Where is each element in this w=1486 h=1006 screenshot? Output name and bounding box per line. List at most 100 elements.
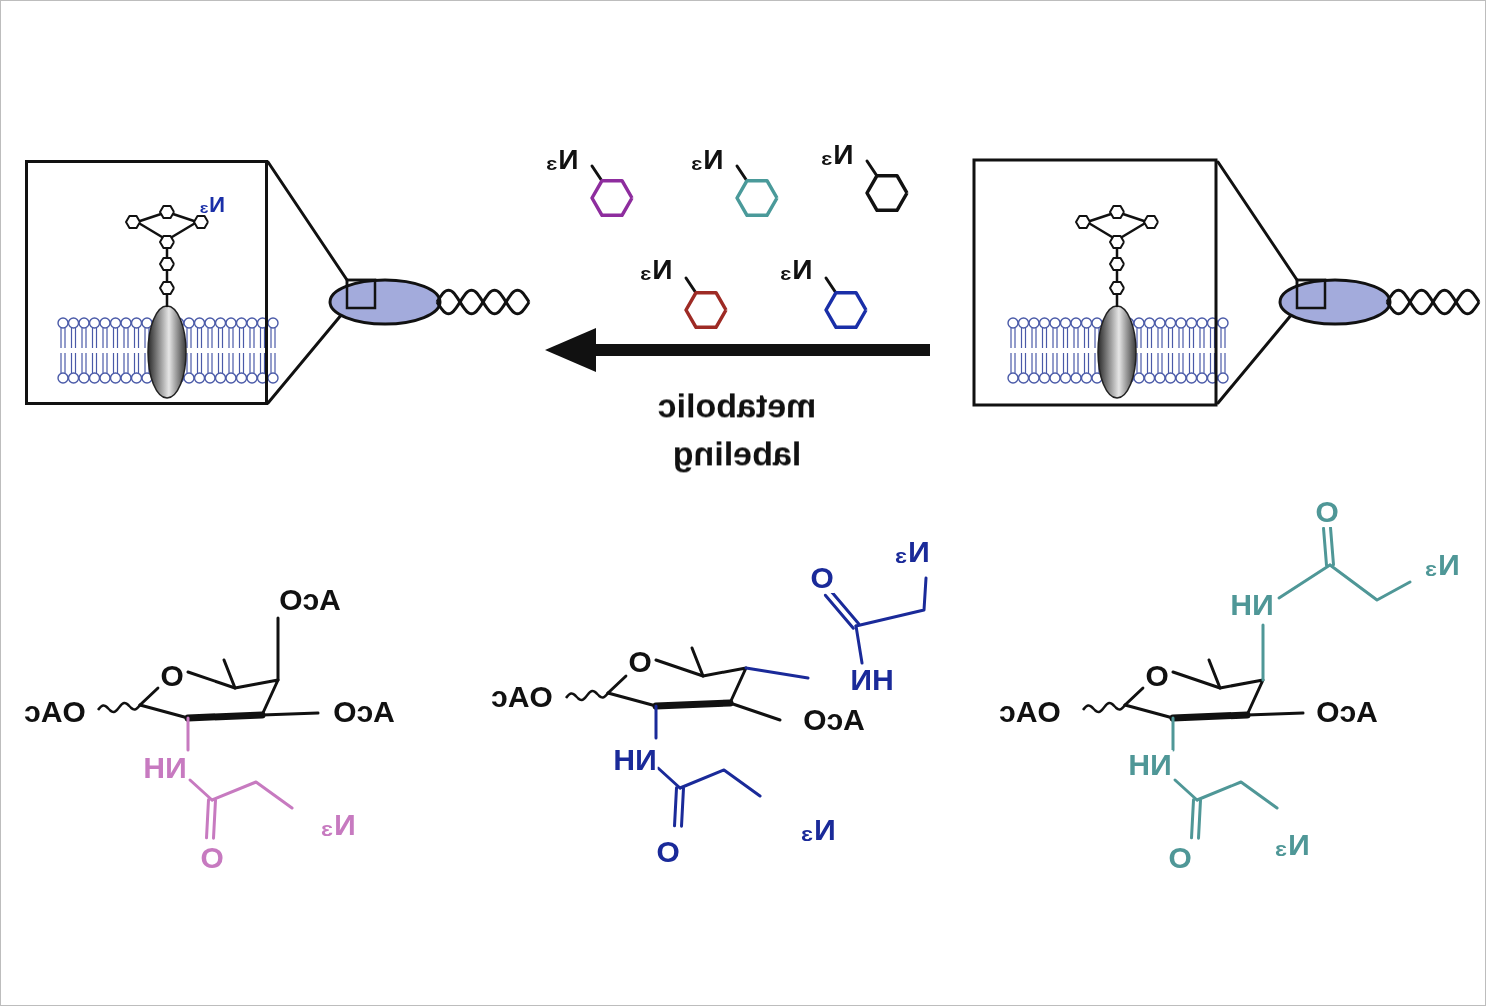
bond (262, 713, 318, 715)
glycan-link (1116, 240, 1119, 306)
glycan-sugar (1110, 258, 1124, 270)
bond (608, 676, 626, 693)
chem-label: O (809, 563, 834, 593)
arrow-label: metabolic labeling (631, 382, 843, 477)
bond (277, 618, 280, 680)
chem-label: N₃ (893, 537, 931, 567)
membrane-protein (1098, 306, 1136, 398)
chem-label: O (159, 661, 184, 691)
azido-sugar (737, 181, 777, 216)
bond (188, 672, 278, 715)
arrow-head (545, 328, 596, 372)
zoom-line (1218, 308, 1297, 403)
double-bond (1330, 528, 1333, 565)
glycan-sugar (1076, 216, 1090, 228)
chem-label: O (655, 837, 680, 867)
chem-label: N₃ (689, 146, 724, 174)
cell-tail (437, 290, 529, 314)
azide-bond (686, 278, 696, 293)
double-bond (207, 800, 209, 838)
azide-bond (592, 166, 602, 181)
wedge-bond (656, 703, 730, 706)
zoom-line (268, 308, 347, 403)
cell-body (330, 280, 440, 324)
bond (212, 782, 292, 808)
zoom-line (268, 162, 347, 280)
membrane-protein (148, 306, 186, 398)
zoom-square (347, 280, 375, 308)
bond (1175, 780, 1197, 800)
glycan-sugar (126, 216, 140, 228)
zoom-line (1218, 162, 1297, 280)
chem-label: NH (1127, 750, 1172, 780)
double-bond (1324, 528, 1327, 565)
glycan-sugar (1110, 282, 1124, 294)
azido-sugar (826, 293, 866, 328)
reaction-arrow (590, 344, 930, 356)
azido-sugar (592, 181, 632, 216)
chem-label: N₃ (1273, 830, 1311, 860)
azide-bond (826, 278, 836, 293)
bond (658, 768, 680, 788)
bond (1330, 565, 1410, 600)
bond (190, 780, 212, 800)
bond (1247, 713, 1303, 715)
chem-label: AcO (278, 585, 342, 615)
chem-label: AcO (1315, 697, 1379, 727)
azide-bond (867, 161, 877, 176)
bond (1197, 782, 1277, 808)
azide-bond (737, 166, 747, 181)
cell-tail (1387, 290, 1479, 314)
wedge-bond (1173, 715, 1247, 718)
zoom-box (974, 160, 1216, 405)
chem-label: N₃ (799, 815, 837, 845)
bond (608, 693, 656, 706)
glycan-sugar (1144, 216, 1158, 228)
bond (1125, 688, 1143, 705)
double-bond (681, 788, 683, 826)
bond (730, 703, 780, 720)
methyl-bond (1209, 660, 1220, 688)
bond (656, 660, 746, 703)
chem-label: N₃ (819, 141, 854, 169)
double-bond (675, 788, 677, 826)
wedge-bond (188, 715, 262, 718)
chem-label: OAc (490, 682, 554, 712)
chem-label: O (1144, 661, 1169, 691)
chem-label: AcO (802, 705, 866, 735)
chem-label: HN (849, 665, 894, 695)
bond (187, 718, 190, 750)
chem-label: O (199, 843, 224, 873)
chem-label: O (1167, 843, 1192, 873)
methyl-bond (224, 660, 235, 688)
chem-label: N₃ (1423, 550, 1461, 580)
zoom-square (1297, 280, 1325, 308)
azido-sugar (867, 176, 907, 211)
wavy-bond (566, 691, 608, 700)
bond (1125, 705, 1173, 718)
cell-surface-box: N₃ (25, 160, 268, 405)
chem-label: N₃ (544, 146, 579, 174)
double-bond (1192, 800, 1194, 838)
chem-label: O (1314, 497, 1339, 527)
glycan-sugar (194, 216, 208, 228)
bond (1172, 718, 1175, 750)
bond (140, 705, 188, 718)
glycan-sugar (160, 206, 174, 218)
chem-label: N₃ (319, 810, 357, 840)
bond (1262, 625, 1265, 680)
bond (140, 688, 158, 705)
bond (856, 578, 926, 626)
double-bond (1198, 800, 1200, 838)
cell-body (1280, 280, 1390, 324)
azide-label: N₃ (199, 194, 225, 216)
azido-sugar (686, 293, 726, 328)
chem-label: NH (612, 745, 657, 775)
glycan-sugar (160, 282, 174, 294)
chem-label: N₃ (778, 256, 813, 284)
chem-label: NH (142, 753, 187, 783)
bond (680, 770, 760, 796)
bond (1279, 565, 1330, 598)
wavy-bond (1083, 703, 1125, 712)
